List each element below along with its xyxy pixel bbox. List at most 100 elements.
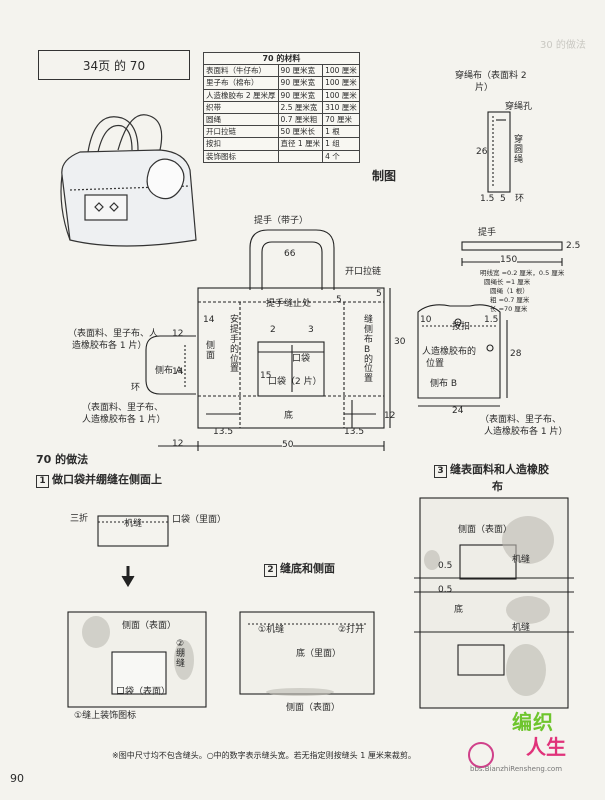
sew-label: ①机缝 [258, 625, 285, 635]
strap-note: 长 =70 厘米 [490, 305, 528, 313]
zipper-label: 开口拉链 [345, 267, 382, 277]
step1-number: 1 [36, 475, 49, 488]
side-panel-label: 侧面 [206, 341, 216, 361]
dim-3: 3 [308, 325, 314, 335]
yarn-ball-icon [468, 742, 494, 768]
dim-15: 15 [260, 371, 272, 381]
dim-2: 2 [270, 325, 276, 335]
machine-label: 机缝 [124, 519, 143, 529]
pocket-face-label: 口袋（表面） [116, 687, 171, 697]
step1-title-text: 做口袋并绷缝在侧面上 [52, 473, 162, 486]
pocket-inside-label: 口袋（里面） [172, 515, 227, 525]
method-title: 70 的做法 [36, 453, 89, 466]
dim-5: 5 [500, 194, 506, 204]
logo-text-2: 人生 [526, 735, 566, 759]
page-number: 90 [10, 772, 24, 785]
strap-note: 明线宽 =0.2 厘米，0.5 厘米 [480, 269, 565, 277]
snap-label: 按扣 [452, 322, 471, 332]
strap-note: 圆绳（1 根） [490, 287, 529, 295]
side-face-label: 侧面（表面） [458, 525, 513, 535]
logo-text: 编织 [512, 710, 554, 734]
handle-pos-label: 安提手的位置 [230, 315, 240, 375]
cord-fold-label: 穿圆绳 [514, 135, 524, 165]
dim-12: 12 [172, 439, 184, 449]
side-a-label: 侧布 A [155, 366, 183, 376]
bottom-note: （表面料、里子布、 [82, 403, 164, 413]
strap-label: 提手 [478, 228, 497, 238]
dim-12: 12 [384, 411, 396, 421]
cell: 装饰图标 [203, 149, 279, 163]
machine-label: 机缝 [512, 555, 531, 565]
bottom-note: 人造橡胶布各 1 片） [82, 415, 166, 425]
step3-title-text: 缝表面料和人造橡胶 [450, 463, 549, 476]
dim-50: 50 [282, 440, 294, 451]
dim-5: 5 [376, 289, 382, 299]
dim-14: 14 [203, 315, 215, 325]
rubber-pos-label-2: 位置 [426, 359, 445, 369]
dim-0-5: 0.5 [438, 561, 453, 571]
strap-note: 圆绳长 =1 厘米 [484, 278, 531, 286]
side-face-label: 侧面（表面） [122, 621, 177, 631]
cell: 4 个 [322, 149, 360, 163]
rubber-pos-label: 人造橡胶布的 [422, 347, 477, 357]
attach-label: ②绷缝 [176, 639, 186, 669]
handle-stitch-label: 提手缝止处 [266, 299, 312, 309]
dim-12: 12 [172, 329, 184, 339]
side-b-pos-label: 缝侧布 B 的位置 [364, 315, 374, 385]
strap-width: 2.5 [566, 241, 581, 251]
dim-66: 66 [284, 249, 296, 259]
step2-title-text: 缝底和侧面 [280, 562, 335, 575]
step3-number: 3 [434, 465, 447, 478]
site-logo: 编织 人生 [512, 706, 592, 760]
side-b-label: 侧布 B [430, 379, 458, 389]
dim-1-5: 1.5 [480, 194, 495, 204]
dim-24: 24 [452, 406, 464, 417]
pocket-2-label: 口袋（2 片） [268, 377, 322, 387]
left-note: （表面料、里子布、人 [68, 329, 159, 339]
machine-label-2: 机缝 [512, 623, 531, 633]
step3-title-2: 布 [492, 480, 503, 493]
side-face-label: 侧面（表面） [286, 703, 341, 713]
step2-number: 2 [264, 564, 277, 577]
dim-1-5: 1.5 [484, 315, 499, 325]
bottom-inside-label: 底（里面） [296, 649, 342, 659]
strap-length: 150 [500, 255, 518, 266]
side-b-note: （表面料、里子布、 [480, 415, 562, 425]
dim-14: 14 [172, 367, 184, 377]
side-b-note: 人造橡胶布各 1 片） [484, 427, 568, 437]
reference-box: 34页 的 70 [38, 50, 190, 80]
dim-5: 5 [336, 295, 342, 305]
loop-label: 环 [515, 194, 525, 204]
pocket-label: 口袋 [292, 354, 311, 364]
bleed-text: 30 的做法 [540, 40, 586, 51]
dim-26: 26 [476, 147, 488, 157]
diagram-title: 制图 [372, 169, 397, 183]
table-row: 装饰图标 4 个 [203, 149, 360, 163]
decor-label: ①缝上装饰图标 [74, 711, 137, 721]
left-note: 造橡胶布各 1 片） [72, 341, 147, 351]
dim-30: 30 [394, 337, 406, 347]
dim-28: 28 [510, 349, 522, 359]
fold3-label: 三折 [70, 514, 89, 524]
cord-cover-label-2: 片） [475, 83, 494, 93]
dim-10: 10 [420, 315, 432, 325]
open-label: ②打开 [338, 625, 365, 635]
handle-label: 提手（带子） [254, 216, 309, 226]
strap-note: 粗 =0.7 厘米 [490, 296, 530, 304]
loop-label: 环 [131, 383, 141, 393]
dim-13-5: 13.5 [344, 427, 365, 437]
cord-cover-label: 穿绳布（表面料 2 [455, 71, 527, 81]
footnote: ※图中尺寸均不包含缝头。○中的数字表示缝头宽。若无指定则按缝头 1 厘米来裁剪。 [112, 751, 416, 760]
dim-13-5: 13.5 [213, 427, 234, 437]
dim-0-5: 0.5 [438, 585, 453, 595]
